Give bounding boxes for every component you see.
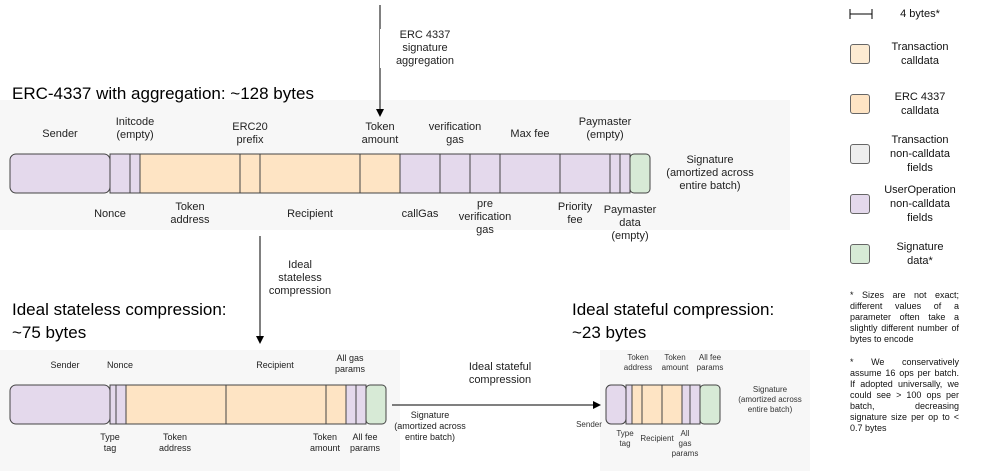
seg-erc20-prefix — [239, 153, 261, 194]
seg-initcode — [129, 153, 141, 194]
diagram3-bar — [605, 384, 721, 425]
arrow-label-stateless: Ideal stateless compression — [262, 259, 338, 298]
seg-token-amount — [325, 384, 347, 425]
label-token-amount: Token amount — [361, 121, 399, 146]
seg-priority-fee — [559, 153, 611, 194]
seg-token-address — [139, 153, 241, 194]
legend-label-tx-noncalldata: Transaction non-calldata fields — [890, 134, 950, 174]
seg-signature — [699, 384, 721, 425]
label-type-tag: Type tag — [100, 432, 120, 453]
diagram1-title: ERC-4337 with aggregation: ~128 bytes — [12, 84, 314, 103]
legend-label-transaction: Transaction calldata — [891, 41, 949, 67]
seg-max-fee — [499, 153, 561, 194]
label-all-gas-params: All gas params — [334, 353, 365, 374]
legend-swatch-transaction — [850, 44, 870, 64]
seg-type-tag — [109, 384, 117, 425]
label-sender: Sender — [50, 360, 80, 370]
label-paymaster: Paymaster (empty) — [578, 116, 632, 141]
seg-sender — [9, 384, 111, 425]
seg-nonce — [115, 384, 127, 425]
label-signature: Signature (amortized across entire batch… — [394, 410, 466, 442]
label-recipient: Recipient — [287, 208, 333, 220]
seg-signature — [629, 153, 651, 194]
seg-all-gas — [681, 384, 691, 425]
arrow-label-stateful: Ideal stateful compression — [468, 361, 532, 386]
seg-nonce — [109, 153, 131, 194]
label-verification-gas: verification gas — [428, 121, 482, 146]
seg-recipient — [225, 384, 327, 425]
label-token-address: Token address — [623, 353, 653, 372]
seg-all-gas — [345, 384, 357, 425]
label-token-address: Token address — [170, 201, 210, 226]
diagram1-bar — [9, 153, 651, 194]
seg-type-tag — [625, 384, 633, 425]
label-all-gas-params: All gas params — [671, 429, 699, 458]
seg-sender — [9, 153, 111, 194]
legend-label-erc4337: ERC 4337 calldata — [894, 91, 946, 117]
seg-token-amount — [359, 153, 401, 194]
arrow-label-aggregation: ERC 4337 signature aggregation — [380, 29, 470, 68]
label-signature: Signature (amortized across entire batch… — [738, 385, 802, 414]
legend-swatch-userop — [850, 194, 870, 214]
label-sender: Sender — [42, 128, 78, 140]
legend-swatch-signature — [850, 244, 870, 264]
label-all-fee-params: All fee params — [349, 432, 380, 453]
seg-callgas — [399, 153, 441, 194]
seg-token-amount — [661, 384, 683, 425]
seg-recipient — [641, 384, 663, 425]
legend-label-userop: UserOperation non-calldata fields — [884, 184, 956, 224]
note-sizes: * Sizes are not exact; different values … — [850, 290, 959, 344]
seg-recipient — [259, 153, 361, 194]
note-conservative: * We conservatively assume 16 ops per ba… — [850, 357, 959, 433]
label-paymaster-data: Paymaster data (empty) — [603, 204, 657, 242]
legend-scale-marker — [849, 9, 873, 19]
seg-sender — [605, 384, 627, 425]
label-type-tag: Type tag — [616, 429, 634, 448]
label-nonce: Nonce — [94, 208, 126, 220]
legend-swatch-erc4337 — [850, 94, 870, 114]
diagram2-title: Ideal stateless compression: ~75 bytes — [12, 300, 227, 342]
seg-verif-gas — [439, 153, 471, 194]
legend-label-signature: Signature data* — [896, 241, 944, 267]
legend-swatch-tx-noncalldata — [850, 144, 870, 164]
label-sender: Sender — [576, 420, 602, 429]
seg-paymaster — [609, 153, 621, 194]
label-nonce: Nonce — [106, 360, 133, 370]
label-token-address: Token address — [158, 432, 192, 453]
seg-pre-verif — [469, 153, 501, 194]
label-callgas: callGas — [401, 208, 439, 220]
label-token-amount: Token amount — [309, 432, 341, 453]
legend-scale-label: 4 bytes* — [900, 8, 940, 20]
seg-all-fee — [689, 384, 701, 425]
label-erc20-prefix: ERC20 prefix — [232, 121, 268, 146]
seg-paymaster-data — [619, 153, 631, 194]
seg-token-address — [125, 384, 227, 425]
seg-token-address — [631, 384, 643, 425]
label-all-fee-params: All fee params — [696, 353, 724, 372]
label-pre-verification-gas: pre verification gas — [458, 198, 512, 236]
label-initcode: Initcode (empty) — [115, 116, 155, 141]
seg-all-fee — [355, 384, 367, 425]
label-token-amount: Token amount — [661, 353, 689, 372]
label-signature: Signature (amortized across entire batch… — [666, 154, 754, 192]
label-max-fee: Max fee — [510, 128, 550, 140]
label-recipient: Recipient — [640, 434, 674, 443]
seg-signature — [365, 384, 387, 425]
diagram3-title: Ideal stateful compression: ~23 bytes — [572, 300, 775, 342]
label-priority-fee: Priority fee — [557, 201, 593, 226]
label-recipient: Recipient — [256, 360, 294, 370]
diagram2-bar — [9, 384, 387, 425]
